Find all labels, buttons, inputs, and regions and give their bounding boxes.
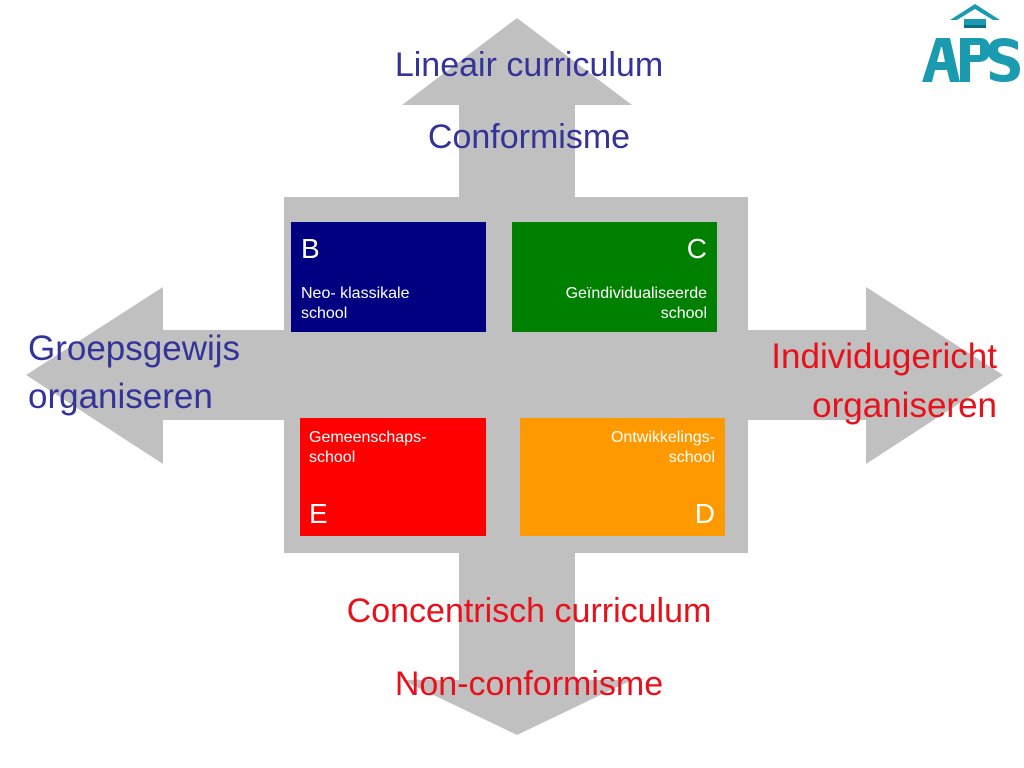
- left-axis-label-line1: Groepsgewijs: [28, 329, 241, 368]
- four-way-arrow-shape: [26, 18, 1003, 735]
- right-axis-label-line1: Individugericht: [771, 337, 997, 376]
- bottom-axis-label-line1: Concentrisch curriculum: [346, 592, 712, 630]
- quadrant-e-name: Gemeenschaps- school: [309, 429, 427, 466]
- quadrant-e-letter: E: [309, 498, 328, 529]
- bottom-axis-label-line2: Non-conformisme: [394, 665, 664, 703]
- quadrant-b-name: Neo- klassikale school: [301, 285, 410, 322]
- quadrant-b-box: B Neo- klassikale school: [291, 222, 486, 332]
- quadrant-c-letter: C: [686, 233, 707, 264]
- quadrant-d-box: Ontwikkelings- school D: [520, 418, 725, 536]
- quadrant-d-name: Ontwikkelings- school: [610, 429, 715, 466]
- quadrant-c-name: Geïndividualiseerde school: [565, 285, 707, 322]
- quadrant-b-letter: B: [301, 233, 320, 264]
- quadrant-d-letter: D: [694, 498, 715, 529]
- left-axis-label-line2: organiseren: [28, 377, 213, 416]
- top-axis-label-line1: Lineair curriculum: [394, 46, 664, 84]
- quadrant-e-box: Gemeenschaps- school E: [300, 418, 486, 536]
- quadrant-c-box: C Geïndividualiseerde school: [512, 222, 717, 332]
- right-axis-label-line2: organiseren: [812, 386, 997, 425]
- top-axis-label-line2: Conformisme: [427, 118, 631, 156]
- aps-logo-icon: [922, 4, 1020, 82]
